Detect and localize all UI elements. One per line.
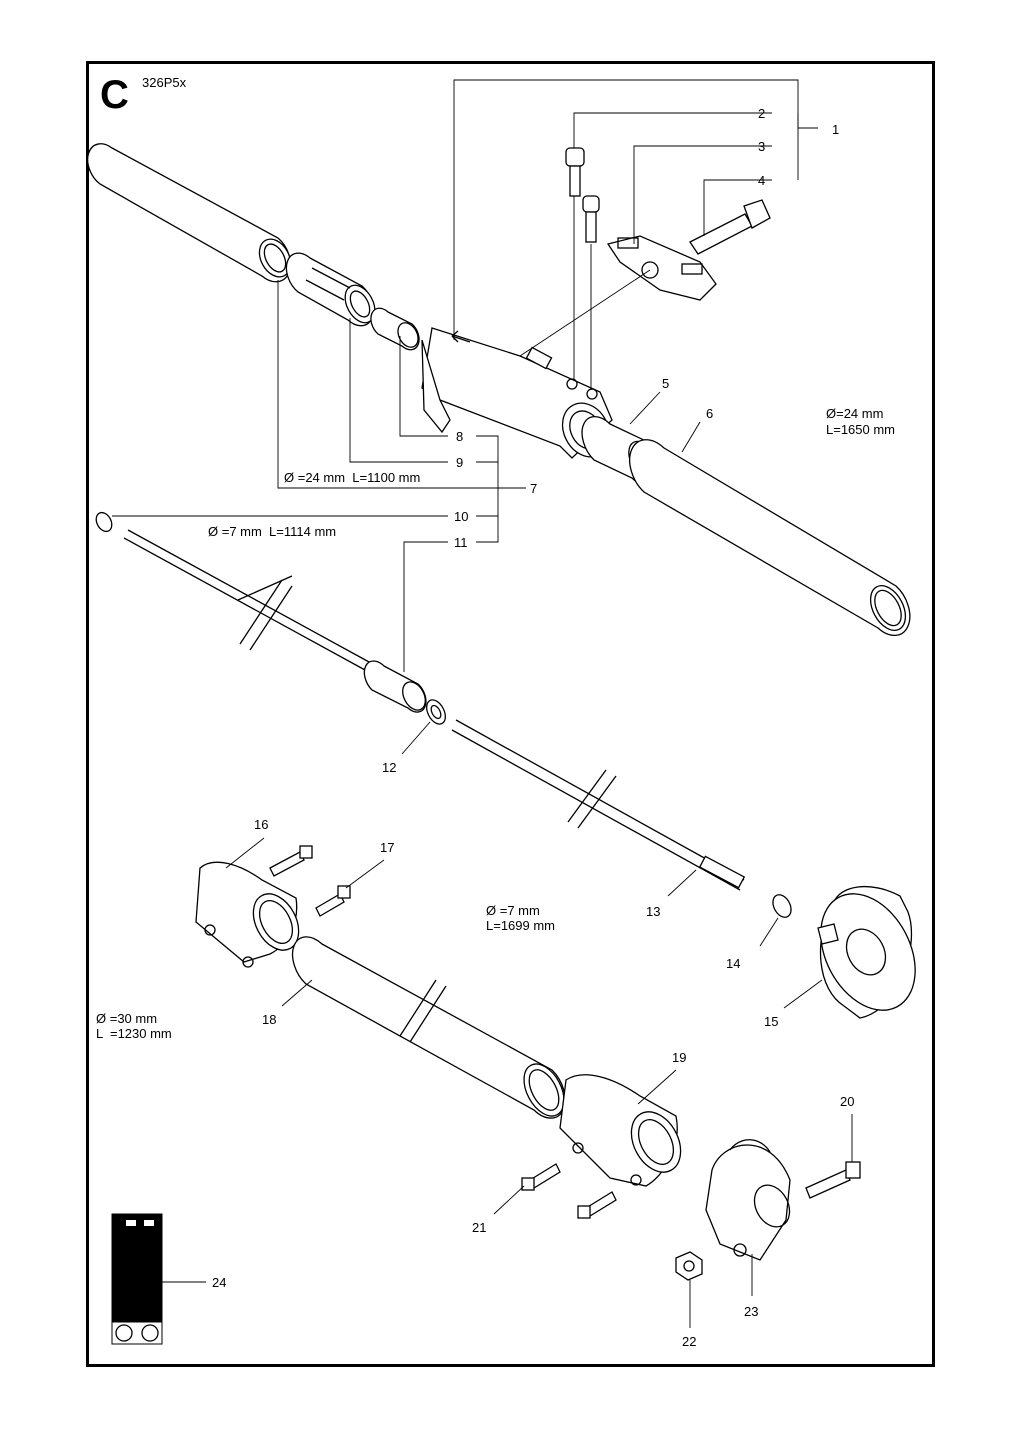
bushing-part-11	[363, 660, 427, 713]
callout-10: 10	[454, 509, 468, 524]
callout-22: 22	[682, 1334, 696, 1349]
clutch-drum-part-15	[817, 885, 916, 1019]
dim-upper-tube-dia: Ø=24 mm	[826, 406, 883, 421]
bracket-part-23	[705, 1139, 791, 1261]
clamp-part-16	[195, 861, 300, 968]
circlip-part-14	[772, 894, 792, 918]
screw-part-2	[565, 147, 585, 197]
diagram-frame	[86, 61, 935, 1367]
callout-15: 15	[764, 1014, 778, 1029]
dim-lower-tube-dia: Ø =30 mm	[96, 1011, 157, 1026]
callout-7: 7	[530, 481, 537, 496]
clamp-part-19	[559, 1074, 682, 1187]
callout-5: 5	[662, 376, 669, 391]
callout-23: 23	[744, 1304, 758, 1319]
callout-24: 24	[212, 1275, 226, 1290]
callout-2: 2	[758, 106, 765, 121]
dim-upper-shaft: Ø =7 mm L=1114 mm	[208, 524, 336, 539]
callout-20: 20	[840, 1094, 854, 1109]
callout-21: 21	[472, 1220, 486, 1235]
callout-1: 1	[832, 122, 839, 137]
upper-tube-part-6	[629, 439, 911, 637]
dim-upper-tube-len: L=1650 mm	[826, 422, 895, 437]
callout-9: 9	[456, 455, 463, 470]
callout-6: 6	[706, 406, 713, 421]
callout-16: 16	[254, 817, 268, 832]
callout-labels: 1 2 3 4 5 6 7 8 9 10 11 12 13 14 15 16 1…	[212, 106, 854, 1349]
bushing-part-8	[370, 307, 420, 351]
callout-17: 17	[380, 840, 394, 855]
callout-12: 12	[382, 760, 396, 775]
callout-11: 11	[454, 535, 468, 550]
callout-3: 3	[758, 139, 765, 154]
dim-lower-tube-len: L =1230 mm	[96, 1026, 172, 1041]
leader-lines	[112, 79, 853, 1328]
nut-part-22	[675, 1251, 703, 1281]
callout-4: 4	[758, 173, 765, 188]
dim-lower-shaft-dia: Ø =7 mm	[486, 903, 540, 918]
inner-tube-part-7	[87, 143, 292, 283]
bearing-sleeve-part-9	[285, 252, 376, 327]
dimension-labels: Ø=24 mm L=1650 mm Ø =24 mm L=1100 mm Ø =…	[96, 406, 895, 1041]
screw-part-21	[521, 1163, 617, 1219]
callout-14: 14	[726, 956, 740, 971]
bolt-part-4	[689, 199, 771, 255]
dim-inner-tube: Ø =24 mm L=1100 mm	[284, 470, 420, 485]
lever-part-3	[606, 235, 717, 301]
callout-8: 8	[456, 429, 463, 444]
screw-part-2b	[582, 195, 600, 243]
section-letter: C	[100, 73, 129, 117]
lower-tube-part-18	[291, 936, 566, 1119]
callout-19: 19	[672, 1050, 686, 1065]
washer-part-12	[426, 699, 446, 725]
screw-part-17	[269, 845, 351, 917]
callout-13: 13	[646, 904, 660, 919]
callout-18: 18	[262, 1012, 276, 1027]
drive-shaft-part-13	[451, 719, 746, 891]
model-label: 326P5x	[142, 75, 187, 90]
decal-part-24	[111, 1213, 163, 1345]
dim-lower-shaft-len: L=1699 mm	[486, 918, 555, 933]
upper-shaft	[95, 511, 381, 677]
bolt-part-20	[805, 1161, 861, 1199]
